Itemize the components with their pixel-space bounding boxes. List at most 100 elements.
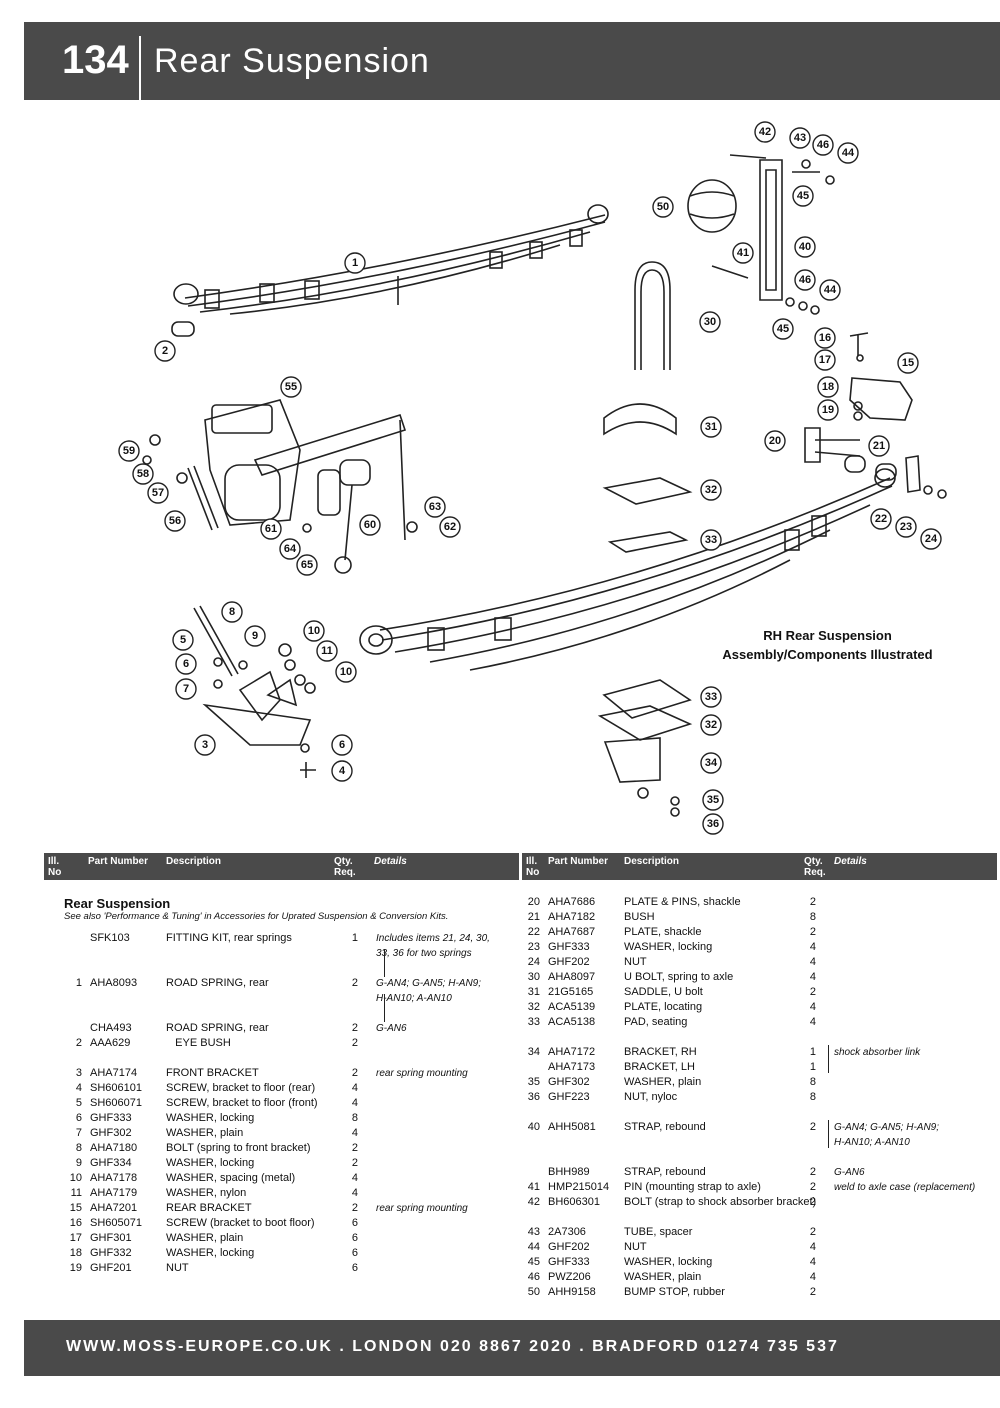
part-number-cell: GHF202 bbox=[548, 1241, 590, 1253]
callout-label: 9 bbox=[252, 630, 258, 642]
callout-label: 5 bbox=[180, 634, 186, 646]
details-cell: rear spring mounting bbox=[376, 1203, 468, 1214]
parts-table-right: Ill. No Part Number Description Qty. Req… bbox=[522, 853, 997, 1298]
ill-no-cell: 9 bbox=[75, 1157, 82, 1169]
footer-contact: WWW.MOSS-EUROPE.CO.UK . LONDON 020 8867 … bbox=[66, 1338, 839, 1355]
callout-50 bbox=[652, 196, 674, 218]
callout-41 bbox=[732, 242, 754, 264]
table-row bbox=[64, 1006, 539, 1021]
part-number-cell: GHF301 bbox=[90, 1232, 132, 1244]
callout-1 bbox=[344, 252, 366, 274]
description-cell: FITTING KIT, rear springs bbox=[166, 932, 292, 944]
callout-label: 40 bbox=[799, 241, 811, 253]
callout-labels: 42 43 46 44 50 45 40 41 46 44 45 1 30 16… bbox=[123, 126, 938, 830]
details-cell: shock absorber link bbox=[834, 1047, 921, 1058]
details-cell: G-AN6 bbox=[376, 1023, 407, 1034]
part-number-cell: AHA7686 bbox=[548, 896, 596, 908]
ill-no-cell: 20 bbox=[527, 896, 540, 908]
callout-55 bbox=[280, 376, 302, 398]
callout-label: 55 bbox=[285, 381, 297, 393]
callout-label: 2 bbox=[162, 345, 168, 357]
details-cell: weld to axle case (replacement) bbox=[834, 1182, 976, 1193]
description-cell: SCREW, bracket to floor (rear) bbox=[166, 1082, 316, 1094]
part-number-cell: SFK103 bbox=[90, 932, 130, 944]
description-cell: EYE BUSH bbox=[166, 1037, 231, 1049]
callout-label: 1 bbox=[352, 257, 358, 269]
callout-16 bbox=[814, 327, 836, 349]
ill-no-cell: 15 bbox=[69, 1202, 82, 1214]
callout-32 bbox=[700, 479, 722, 501]
description-cell: PLATE & PINS, shackle bbox=[624, 896, 741, 908]
part-number-cell: AHA8097 bbox=[548, 971, 596, 983]
ill-no-cell: 11 bbox=[70, 1187, 82, 1199]
qty-cell: 4 bbox=[809, 956, 816, 968]
description-cell: FRONT BRACKET bbox=[166, 1067, 259, 1079]
description-cell: WASHER, nylon bbox=[166, 1187, 247, 1199]
header-details: Details bbox=[374, 856, 407, 867]
callout-label: 30 bbox=[704, 316, 716, 328]
callout-59 bbox=[118, 440, 140, 462]
callout-label: 16 bbox=[819, 332, 831, 344]
callout-33 bbox=[700, 529, 722, 551]
description-cell: NUT bbox=[624, 1241, 647, 1253]
qty-cell: 4 bbox=[809, 1256, 816, 1268]
callout-label: 10 bbox=[308, 625, 320, 637]
callout-65 bbox=[296, 554, 318, 576]
callout-label: 45 bbox=[777, 323, 789, 335]
callout-label: 32 bbox=[705, 719, 717, 731]
parts-table-left: Ill. No Part Number Description Qty. Req… bbox=[44, 853, 519, 1276]
part-number-cell: AHA7182 bbox=[548, 911, 596, 923]
qty-cell: 2 bbox=[351, 1202, 358, 1214]
description-cell: STRAP, rebound bbox=[624, 1121, 706, 1133]
part-number-cell: GHF333 bbox=[548, 941, 590, 953]
callout-43 bbox=[789, 127, 811, 149]
part-number-cell: BH606301 bbox=[548, 1196, 600, 1208]
description-cell: PAD, seating bbox=[624, 1016, 688, 1028]
details-bracket bbox=[828, 1120, 829, 1148]
part-number-cell: GHF333 bbox=[548, 1256, 590, 1268]
callout-20 bbox=[764, 430, 786, 452]
callout-label: 33 bbox=[705, 691, 717, 703]
callout-label: 23 bbox=[900, 521, 912, 533]
ill-no-cell: 1 bbox=[75, 977, 82, 989]
callout-6b bbox=[331, 734, 353, 756]
description-cell: ROAD SPRING, rear bbox=[166, 977, 269, 989]
description-cell: BUSH bbox=[624, 911, 655, 923]
qty-cell: 2 bbox=[809, 1226, 816, 1238]
callout-3 bbox=[194, 734, 216, 756]
qty-cell: 6 bbox=[351, 1262, 358, 1274]
description-cell: WASHER, plain bbox=[166, 1127, 244, 1139]
callout-label: 3 bbox=[202, 739, 208, 751]
callout-45b bbox=[772, 318, 794, 340]
ill-no-cell: 42 bbox=[527, 1196, 540, 1208]
description-cell: WASHER, plain bbox=[166, 1232, 244, 1244]
callout-label: 63 bbox=[429, 501, 441, 513]
header-description: Description bbox=[166, 856, 222, 867]
section-note: See also 'Performance & Tuning' in Acces… bbox=[64, 911, 449, 922]
caption-line-1: RH Rear Suspension bbox=[763, 628, 892, 643]
table-row bbox=[522, 1150, 997, 1165]
callout-label: 11 bbox=[321, 645, 333, 657]
callout-label: 24 bbox=[925, 533, 938, 545]
details-cell: 33, 36 for two springs bbox=[376, 948, 472, 959]
callout-label: 10 bbox=[340, 666, 352, 678]
ill-no-cell: 22 bbox=[527, 926, 540, 938]
callout-label: 62 bbox=[444, 521, 456, 533]
part-number-cell: SH606071 bbox=[90, 1097, 142, 1109]
table-row bbox=[64, 1051, 539, 1066]
part-number-cell: AHA7179 bbox=[90, 1187, 138, 1199]
part-number-cell: AHA7178 bbox=[90, 1172, 138, 1184]
callout-label: 44 bbox=[842, 147, 855, 159]
callout-8 bbox=[221, 601, 243, 623]
callout-label: 22 bbox=[875, 513, 887, 525]
